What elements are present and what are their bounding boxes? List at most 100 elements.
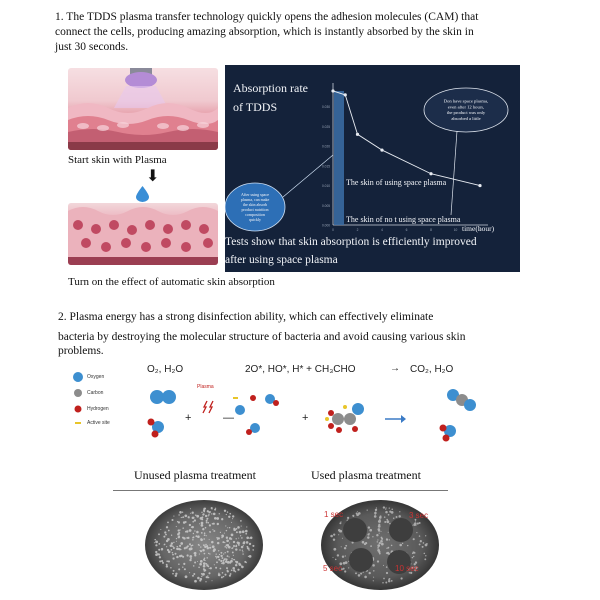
bacteria-colony [172, 569, 175, 572]
bacteria-colony [414, 520, 416, 522]
bacteria-colony [247, 555, 250, 558]
legend-hydrogen-label: Hydrogen [87, 406, 109, 412]
bacteria-colony [228, 556, 230, 558]
bacteria-colony [386, 518, 388, 521]
bacteria-colony [158, 553, 160, 555]
bacteria-colony [230, 533, 234, 537]
bacteria-colony [217, 555, 220, 559]
bacteria-colony [183, 562, 186, 565]
bacteria-colony [242, 553, 244, 555]
bacteria-colony [401, 542, 404, 545]
bacteria-colonies-used [330, 506, 428, 584]
bacteria-colony [174, 574, 178, 578]
bacteria-colony [422, 542, 425, 544]
bacteria-colony [381, 537, 384, 540]
bacteria-colony [197, 535, 200, 538]
bacteria-colony [228, 561, 230, 563]
bacteria-colony [211, 540, 214, 544]
arrow-sign-1: — [223, 412, 234, 424]
bacteria-colony [214, 508, 217, 511]
bacteria-colony [199, 549, 201, 552]
bacteria-colony [225, 536, 229, 539]
time-label-3sec: 3 sec [409, 511, 429, 520]
bacteria-colony [220, 559, 223, 563]
bacteria-colony [219, 567, 222, 570]
y-tick-label: 0.000 [322, 224, 330, 228]
bacteria-colony [190, 557, 192, 560]
bacteria-colony [374, 508, 378, 512]
bacteria-colony [410, 571, 413, 575]
bacteria-colony [351, 541, 354, 544]
bacteria-colony [205, 535, 207, 537]
bacteria-colony [220, 554, 223, 558]
bacteria-colony [377, 544, 381, 547]
bacteria-colony [368, 571, 371, 575]
bacteria-colony [415, 566, 418, 569]
bacteria-colony [202, 513, 205, 516]
bacteria-colony [204, 568, 206, 571]
bacteria-colony [170, 542, 174, 545]
bacteria-colony [234, 563, 238, 567]
bacteria-colony [390, 511, 394, 514]
bacteria-colony [207, 515, 209, 517]
bacteria-colony [373, 515, 377, 518]
bacteria-colony [238, 537, 240, 539]
bacteria-colony [205, 543, 207, 546]
bacteria-colony [183, 537, 186, 540]
bacteria-colony [378, 523, 381, 526]
bacteria-colony [339, 522, 342, 525]
bacteria-colony [167, 550, 171, 554]
bacteria-colony [376, 560, 380, 563]
bacteria-colony [203, 552, 206, 555]
bacteria-colony [367, 536, 370, 539]
bacteria-colony [207, 575, 209, 577]
skin-after-image [68, 203, 218, 265]
bacteria-colony [217, 573, 221, 577]
bacteria-colony [218, 558, 221, 561]
bacteria-colony [172, 553, 174, 556]
bacteria-colony [235, 538, 237, 540]
caption-start: Start skin with Plasma [68, 154, 167, 166]
bacteria-colony [201, 511, 203, 513]
skin-cells-open-illustration [68, 207, 218, 265]
bacteria-colony [171, 518, 174, 522]
bacteria-colony [167, 521, 169, 524]
bacteria-colony [242, 545, 244, 547]
bacteria-colony [204, 545, 207, 549]
chart-footer: Tests show that skin absorption is effic… [225, 233, 520, 269]
bacteria-colony [200, 524, 204, 527]
bacteria-colony [200, 546, 202, 548]
bacteria-colony [228, 545, 231, 549]
bacteria-colony [343, 546, 347, 550]
bacteria-colony [344, 570, 347, 573]
bacteria-colony [378, 552, 381, 555]
series-point-plasma [343, 93, 347, 97]
bacteria-colony [188, 523, 192, 527]
bacteria-colony [384, 521, 387, 523]
unused-treatment-label: Unused plasma treatment [134, 468, 256, 482]
bacteria-colony [232, 544, 236, 548]
bacteria-colony [180, 542, 184, 545]
bacteria-colony [376, 541, 379, 543]
bacteria-colony [225, 529, 228, 532]
bacteria-colony [197, 576, 200, 580]
bacteria-colony [199, 579, 202, 582]
bacteria-colony [235, 548, 238, 551]
bacteria-colony [360, 572, 363, 575]
bacteria-colony [183, 547, 186, 550]
bacteria-colony [424, 543, 428, 547]
chart-footer-line1: Tests show that skin absorption is effic… [225, 236, 477, 248]
bacteria-colony [188, 543, 192, 546]
bacteria-colony [226, 539, 229, 543]
bacteria-colony [334, 558, 337, 561]
bacteria-colony [369, 528, 373, 532]
x-tick-label: 10 [454, 228, 458, 232]
bacteria-colony [345, 544, 348, 547]
bacteria-colony [219, 531, 222, 534]
bacteria-colony [339, 530, 341, 533]
bacteria-colony [214, 530, 216, 532]
bacteria-colony [216, 541, 220, 545]
bacteria-colony [155, 551, 158, 554]
bacteria-colony [192, 538, 194, 541]
bacteria-colony [189, 558, 192, 562]
